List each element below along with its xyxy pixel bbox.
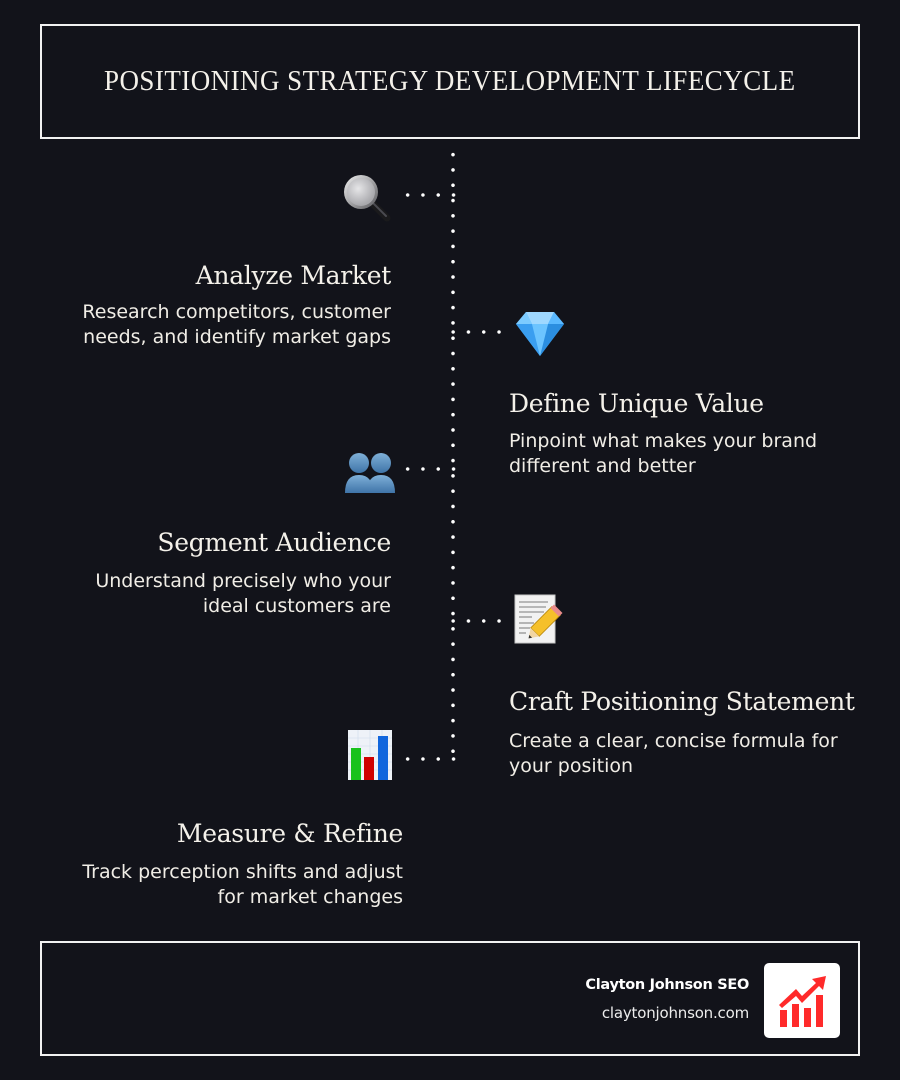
connector-dots	[451, 330, 501, 334]
description-line: Understand precisely who your	[95, 570, 391, 592]
connector-dots	[403, 757, 457, 761]
connector-dots	[403, 193, 457, 197]
brand-logo[interactable]	[764, 963, 840, 1038]
description-line: needs, and identify market gaps	[83, 326, 391, 348]
growth-chart-icon	[779, 976, 826, 1027]
step-description: Track perception shifts and adjust for m…	[82, 860, 403, 910]
header-box: POSITIONING STRATEGY DEVELOPMENT LIFECYC…	[40, 24, 860, 139]
gem-icon	[514, 306, 566, 358]
description-line: Research competitors, customer	[82, 301, 391, 323]
step-description: Research competitors, customer needs, an…	[82, 300, 391, 350]
brand-name: Clayton Johnson SEO	[585, 977, 749, 993]
step-description: Create a clear, concise formula for your…	[509, 729, 838, 779]
description-line: ideal customers are	[202, 595, 391, 617]
bar-chart-icon	[346, 728, 398, 780]
description-line: different and better	[509, 455, 696, 477]
description-line: Track perception shifts and adjust	[82, 861, 403, 883]
connector-dots	[451, 619, 501, 623]
footer-box: Clayton Johnson SEO claytonjohnson.com	[40, 941, 860, 1056]
step-description: Understand precisely who your ideal cust…	[95, 569, 391, 619]
description-line: Create a clear, concise formula for	[509, 730, 838, 752]
description-line: for market changes	[217, 886, 403, 908]
people-icon	[344, 447, 396, 499]
step-title: Measure & Refine	[176, 819, 403, 848]
step-title: Segment Audience	[157, 528, 391, 557]
step-title: Craft Positioning Statement	[509, 687, 855, 716]
page-title: POSITIONING STRATEGY DEVELOPMENT LIFECYC…	[104, 65, 796, 97]
step-title: Define Unique Value	[509, 389, 764, 418]
step-title: Analyze Market	[195, 261, 392, 290]
timeline-dotted-line	[451, 147, 455, 762]
connector-dots	[403, 467, 457, 471]
description-line: your position	[509, 755, 634, 777]
brand-url-link[interactable]: claytonjohnson.com	[601, 1004, 749, 1022]
description-line: Pinpoint what makes your brand	[509, 430, 818, 452]
magnifying-glass-icon	[341, 172, 393, 224]
memo-pencil-icon	[512, 593, 564, 645]
step-description: Pinpoint what makes your brand different…	[509, 429, 817, 479]
